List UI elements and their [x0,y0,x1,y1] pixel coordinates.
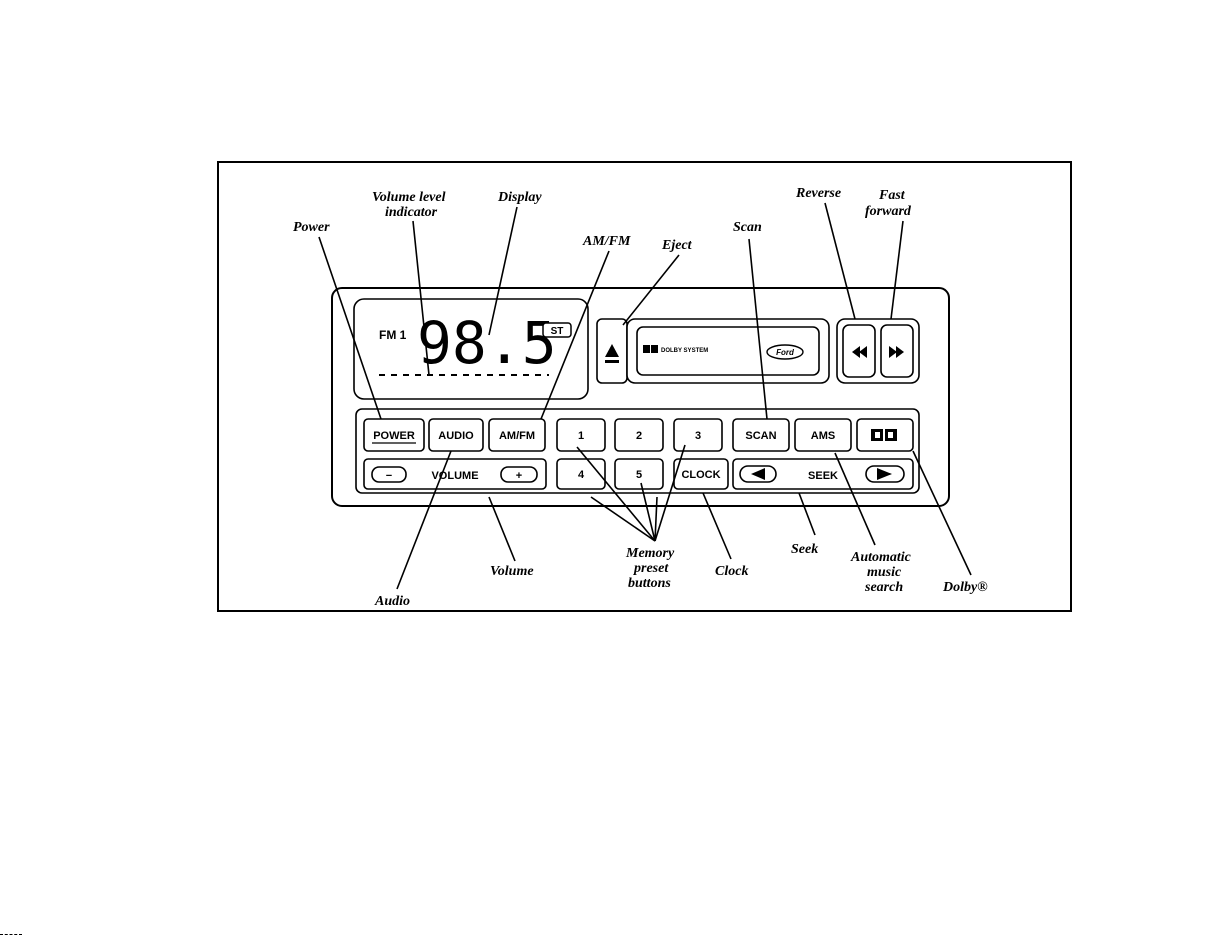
volume-label: VOLUME [431,470,478,482]
preset-3-label: 3 [695,430,701,442]
callout-fast-forward-2: forward [865,204,912,219]
callout-seek: Seek [791,542,818,557]
callout-display: Display [497,190,542,205]
callout-dolby: Dolby® [942,580,988,595]
audio-button-label: AUDIO [438,430,474,442]
callout-eject: Eject [661,238,693,253]
callout-memory-preset-2: preset [633,561,669,576]
band-indicator: FM 1 [379,328,407,342]
preset-5-label: 5 [636,469,642,481]
ams-button-label: AMS [811,430,835,442]
callout-ams-2: music [867,565,902,580]
dolby-system-label: DOLBY SYSTEM [661,348,708,354]
callout-power: Power [293,220,330,235]
radio-diagram: FM 1 98.5 ST DOLBY SYSTEM Ford POWER AUD… [219,163,1070,610]
callout-ams-1: Automatic [850,550,912,565]
preset-1-label: 1 [578,430,584,442]
am-fm-button-label: AM/FM [499,430,535,442]
callout-fast-forward-1: Fast [878,188,906,203]
power-button-label: POWER [373,430,415,442]
callout-volume-level-1: Volume level [372,190,446,205]
stereo-indicator: ST [551,326,564,337]
callout-reverse: Reverse [795,186,841,201]
callout-ams-3: search [864,580,903,595]
callout-am-fm: AM/FM [582,234,631,249]
preset-2-label: 2 [636,430,642,442]
preset-4-label: 4 [578,469,585,481]
frequency-readout: 98.5 [417,309,557,377]
ford-logo-label: Ford [776,348,795,357]
callout-scan: Scan [733,220,762,235]
callout-volume-level-2: indicator [385,205,438,220]
callout-audio: Audio [374,594,410,609]
callout-volume: Volume [490,564,534,579]
seek-label: SEEK [808,470,838,482]
callout-memory-preset-1: Memory [625,546,675,561]
callout-clock: Clock [715,564,748,579]
scan-button-label: SCAN [745,430,776,442]
clock-button-label: CLOCK [681,469,720,481]
callout-memory-preset-3: buttons [628,576,671,591]
volume-down-label: − [386,470,392,482]
volume-up-label: + [516,470,522,482]
diagram-frame: FM 1 98.5 ST DOLBY SYSTEM Ford POWER AUD… [217,161,1072,612]
